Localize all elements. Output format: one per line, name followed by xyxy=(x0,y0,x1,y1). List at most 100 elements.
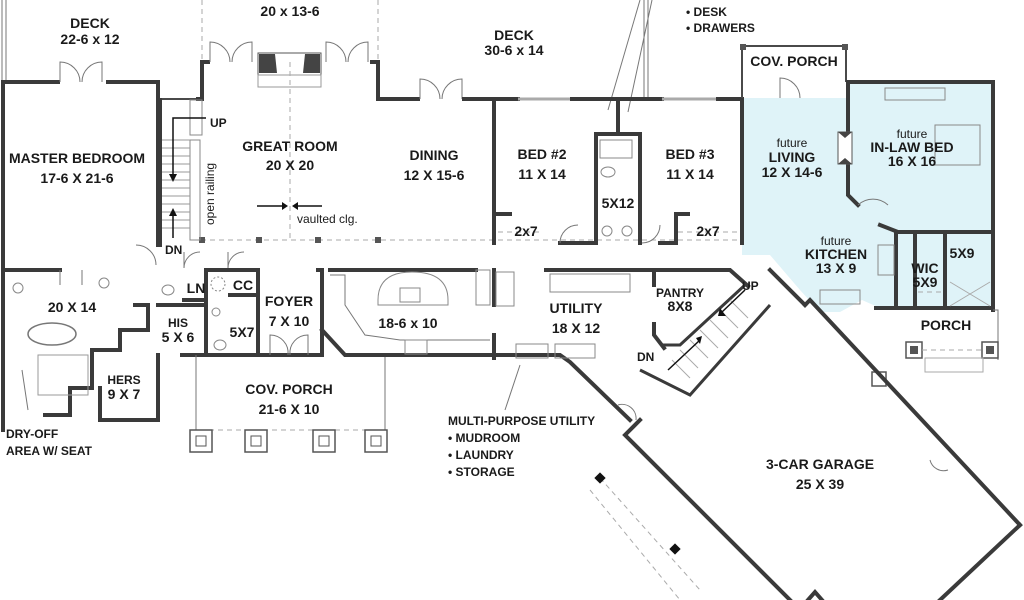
deck-left-size: 22-6 x 12 xyxy=(60,31,119,47)
vault-arrows xyxy=(257,202,322,210)
bed3-name: BED #3 xyxy=(665,146,714,162)
column xyxy=(256,237,262,243)
sink xyxy=(621,225,633,237)
island xyxy=(377,271,449,306)
future-kitchen-name: KITCHEN xyxy=(805,246,867,262)
ln-door[interactable] xyxy=(183,251,201,269)
wall xyxy=(106,80,160,102)
stairs-right xyxy=(639,283,772,397)
fireplace-inlaw xyxy=(838,158,852,164)
cov-porch-front-name: COV. PORCH xyxy=(245,381,332,397)
vaulted-label: vaulted clg. xyxy=(297,212,358,226)
bathtub xyxy=(27,322,77,346)
master-bath-size: 20 X 14 xyxy=(48,299,96,315)
future-living-size: 12 X 14-6 xyxy=(762,164,823,180)
master-bedroom-name: MASTER BEDROOM xyxy=(9,150,145,166)
stair-up-right: UP xyxy=(742,279,759,293)
kitchen-sink xyxy=(404,339,428,355)
dry-off-line1: DRY-OFF xyxy=(6,427,58,441)
pantry-size: 8X8 xyxy=(668,298,693,314)
inlaw-suite-fill xyxy=(742,82,993,312)
closet-bed2-size: 2x7 xyxy=(514,223,538,239)
leader-line xyxy=(504,364,521,411)
leader-line xyxy=(627,0,653,113)
future-inlaw-tag: future xyxy=(897,127,928,141)
dining-french-door[interactable] xyxy=(419,78,463,100)
dresser xyxy=(884,87,946,101)
cov-porch-top-name: COV. PORCH xyxy=(750,53,837,69)
cc-door[interactable] xyxy=(227,251,245,269)
cov-porch-front-size: 21-6 X 10 xyxy=(259,401,320,417)
front-door[interactable] xyxy=(269,334,309,356)
bed2-size: 11 X 14 xyxy=(518,166,566,182)
ln-name: LN xyxy=(187,280,206,296)
sink xyxy=(12,282,24,294)
door[interactable] xyxy=(135,244,157,266)
powder-size: 5X7 xyxy=(230,324,255,340)
future-inlaw-name: IN-LAW BED xyxy=(870,139,953,155)
his-size: 5 X 6 xyxy=(162,329,195,345)
bed3-size: 11 X 14 xyxy=(666,166,714,182)
wic-name: WIC xyxy=(911,260,938,276)
dining-name: DINING xyxy=(410,147,459,163)
stair-dn-label: DN xyxy=(165,243,182,257)
great-room-size: 20 X 20 xyxy=(266,157,314,173)
stair-dn-right: DN xyxy=(637,350,654,364)
bath-door[interactable] xyxy=(59,270,83,285)
cooktop xyxy=(399,287,421,303)
wall xyxy=(319,327,492,357)
hers-wall xyxy=(98,353,160,422)
wall xyxy=(206,268,260,357)
dry-off-line2: AREA W/ SEAT xyxy=(6,444,93,458)
column xyxy=(315,237,321,243)
cabinet xyxy=(554,343,596,359)
dining-size: 12 X 15-6 xyxy=(404,167,465,183)
sink xyxy=(601,225,613,237)
future-kitchen-size: 13 X 9 xyxy=(816,260,857,276)
range xyxy=(877,244,895,276)
post xyxy=(842,44,848,50)
cov-porch-outline xyxy=(741,45,847,98)
wall xyxy=(846,162,861,208)
master-french-door[interactable] xyxy=(59,61,103,83)
fridge xyxy=(475,269,491,306)
porch-door[interactable] xyxy=(779,77,801,99)
deck-right-size: 30-6 x 14 xyxy=(484,42,543,58)
bed-door[interactable] xyxy=(559,224,661,244)
wall xyxy=(196,60,210,101)
post xyxy=(740,44,746,50)
cc-name: CC xyxy=(233,277,253,293)
great-room-french-door-right[interactable] xyxy=(325,41,369,63)
pantry-cabinet xyxy=(495,271,515,307)
great-room-french-door-left[interactable] xyxy=(209,41,253,63)
multi-item-mudroom: • MUDROOM xyxy=(448,431,520,445)
desk-item: • DESK xyxy=(686,5,727,19)
water-heater xyxy=(210,276,226,292)
cov-porch-front xyxy=(189,355,388,453)
future-kitchen-tag: future xyxy=(821,234,852,248)
deck-left-name: DECK xyxy=(70,15,110,31)
laundry-counter xyxy=(549,273,631,293)
bed2-name: BED #2 xyxy=(517,146,566,162)
stair-up-label: UP xyxy=(210,116,227,130)
leader-line xyxy=(607,0,641,111)
wall xyxy=(492,353,633,423)
utility-size: 18 X 12 xyxy=(552,320,600,336)
drawers-item: • DRAWERS xyxy=(686,21,755,35)
bath-shared-size: 5X12 xyxy=(602,195,635,211)
pantry-name: PANTRY xyxy=(656,286,704,300)
stairs-left xyxy=(158,98,206,247)
his-name: HIS xyxy=(168,316,188,330)
column xyxy=(199,237,205,243)
step xyxy=(924,357,984,373)
multi-item-storage: • STORAGE xyxy=(448,465,515,479)
toilet xyxy=(213,339,227,351)
toilet xyxy=(600,166,616,178)
bed xyxy=(934,124,981,166)
inlaw-bed-door[interactable] xyxy=(857,198,889,206)
multi-purpose-title: MULTI-PURPOSE UTILITY xyxy=(448,414,595,428)
multi-item-laundry: • LAUNDRY xyxy=(448,448,514,462)
wall xyxy=(316,268,324,357)
future-living-name: LIVING xyxy=(769,149,816,165)
closet-bed3-size: 2x7 xyxy=(696,223,720,239)
